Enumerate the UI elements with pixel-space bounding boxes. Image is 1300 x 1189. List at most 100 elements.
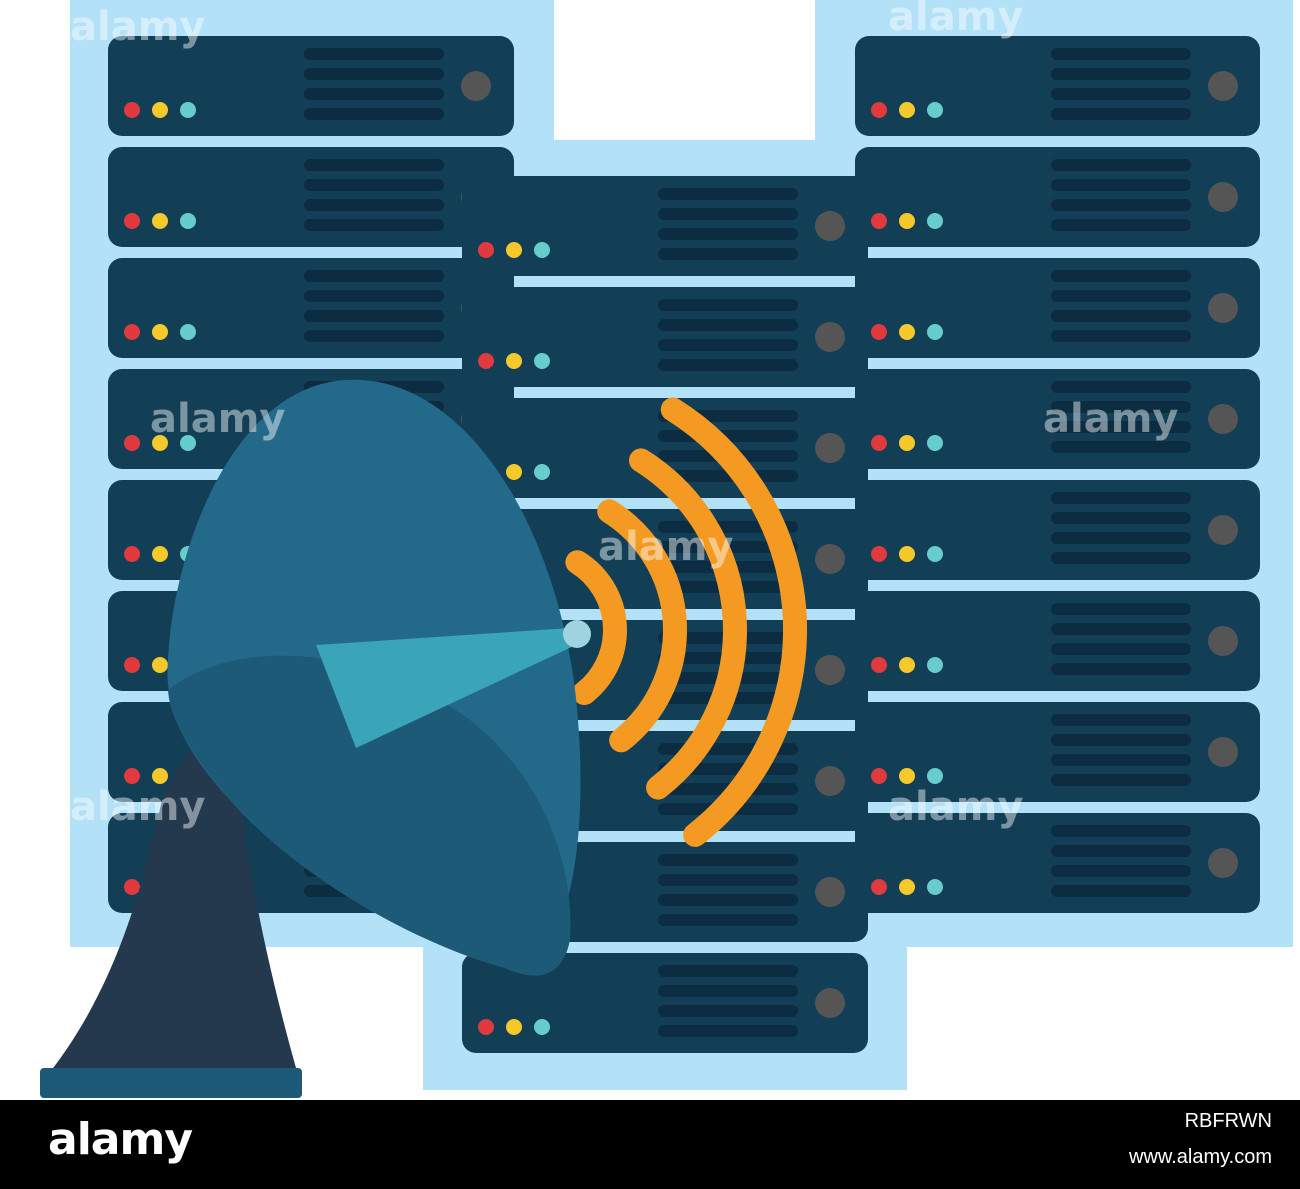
status-led-teal (927, 213, 943, 229)
vent-slot (1051, 552, 1191, 564)
status-led-teal (927, 435, 943, 451)
vent-slot (1051, 512, 1191, 524)
signal-arc (629, 448, 747, 800)
status-led-teal (180, 213, 196, 229)
status-led-teal (927, 102, 943, 118)
vent-slot (1051, 290, 1191, 302)
status-led-yellow (506, 353, 522, 369)
vent-slot (1051, 865, 1191, 877)
vent-slot (1051, 199, 1191, 211)
power-button-icon (461, 71, 491, 101)
vent-slot (1051, 421, 1191, 433)
vent-slot (1051, 774, 1191, 786)
status-led-red (124, 879, 140, 895)
watermark-image-id: RBFRWN (1184, 1110, 1272, 1132)
watermark-overlay-text: alamy (888, 784, 1023, 830)
power-button-icon (815, 433, 845, 463)
dish-rim (168, 655, 571, 976)
right-rack-server-unit (462, 953, 868, 1053)
status-led-red (478, 1019, 494, 1035)
power-button-icon (1208, 182, 1238, 212)
status-led-teal (180, 324, 196, 340)
vent-slot (1051, 532, 1191, 544)
vent-slot (1051, 179, 1191, 191)
center-rack-server-unit (855, 480, 1260, 580)
vent-slot (658, 914, 798, 926)
status-led-yellow (899, 102, 915, 118)
watermark-overlay-text: alamy (888, 0, 1023, 40)
vent-slot (1051, 623, 1191, 635)
status-led-yellow (899, 324, 915, 340)
status-led-teal (927, 546, 943, 562)
vent-slot (1051, 492, 1191, 504)
status-led-teal (927, 879, 943, 895)
left-rack-server-unit (108, 147, 514, 247)
vent-slot (304, 330, 444, 342)
watermark-bar: alamy RBFRWN www.alamy.com (0, 1100, 1300, 1189)
status-led-yellow (899, 546, 915, 562)
vent-slot (1051, 603, 1191, 615)
vent-slot (658, 985, 798, 997)
power-button-icon (815, 322, 845, 352)
status-led-teal (927, 324, 943, 340)
vent-slot (304, 48, 444, 60)
center-rack-server-unit (855, 258, 1260, 358)
vent-slot (1051, 108, 1191, 120)
power-button-icon (1208, 848, 1238, 878)
vent-slot (658, 228, 798, 240)
vent-slot (304, 290, 444, 302)
vent-slot (1051, 401, 1191, 413)
left-rack-server-unit (108, 36, 514, 136)
vent-slot (1051, 270, 1191, 282)
vent-slot (658, 299, 798, 311)
status-led-red (871, 213, 887, 229)
status-led-red (871, 102, 887, 118)
status-led-yellow (152, 768, 168, 784)
status-led-red (124, 546, 140, 562)
signal-arc (565, 550, 627, 705)
vent-slot (304, 159, 444, 171)
power-button-icon (815, 766, 845, 796)
vent-slot (1051, 643, 1191, 655)
status-led-red (124, 102, 140, 118)
vent-slot (1051, 825, 1191, 837)
status-led-yellow (899, 657, 915, 673)
power-button-icon (1208, 737, 1238, 767)
center-rack-server-unit (855, 813, 1260, 913)
signal-arc (660, 397, 808, 847)
status-led-teal (534, 353, 550, 369)
status-led-red (871, 324, 887, 340)
power-button-icon (1208, 293, 1238, 323)
feed-cone (316, 628, 578, 748)
status-led-red (871, 435, 887, 451)
vent-slot (1051, 219, 1191, 231)
status-led-red (871, 768, 887, 784)
power-button-icon (1208, 515, 1238, 545)
status-led-red (871, 879, 887, 895)
satellite-dish-icon (40, 379, 591, 1098)
power-button-icon (1208, 404, 1238, 434)
vent-slot (1051, 754, 1191, 766)
vent-slot (1051, 845, 1191, 857)
power-button-icon (815, 988, 845, 1018)
status-led-teal (927, 768, 943, 784)
status-led-yellow (899, 435, 915, 451)
dish-stand (42, 722, 300, 1082)
vent-slot (658, 339, 798, 351)
signal-arc (597, 499, 687, 753)
vent-slot (1051, 734, 1191, 746)
status-led-red (871, 546, 887, 562)
status-led-red (124, 435, 140, 451)
center-rack-server-unit (855, 702, 1260, 802)
center-rack-server-unit (855, 147, 1260, 247)
vent-slot (658, 894, 798, 906)
status-led-red (478, 353, 494, 369)
power-button-icon (1208, 71, 1238, 101)
status-led-teal (927, 657, 943, 673)
vent-slot (658, 319, 798, 331)
vent-slot (658, 248, 798, 260)
vent-slot (304, 310, 444, 322)
watermark-logo: alamy (48, 1114, 193, 1165)
